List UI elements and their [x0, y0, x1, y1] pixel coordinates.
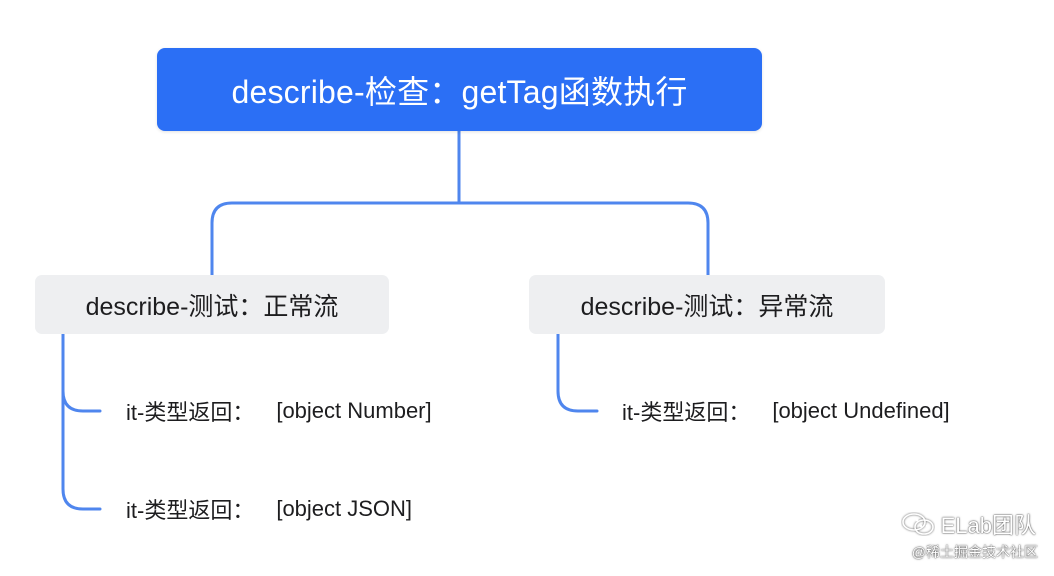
connector-left-to-leaf-1: [61, 332, 102, 413]
leaf-node-undefined[interactable]: it-类型返回： [object Undefined]: [622, 396, 950, 426]
leaf-value: [object Number]: [276, 398, 432, 423]
root-node[interactable]: describe-检查：getTag函数执行: [157, 48, 762, 131]
branch-node-label: describe-测试：异常流: [580, 292, 834, 321]
leaf-node-json[interactable]: it-类型返回： [object JSON]: [126, 494, 412, 524]
connector-root-to-left: [210, 201, 461, 277]
watermark-source-label: @稀土掘金技术社区: [911, 544, 1038, 560]
branch-node-normal-flow[interactable]: describe-测试：正常流: [35, 275, 389, 334]
watermark-source: @稀土掘金技术社区: [912, 542, 1038, 562]
leaf-prefix: it-类型返回：: [622, 400, 751, 425]
branch-node-exception-flow[interactable]: describe-测试：异常流: [529, 275, 885, 334]
leaf-prefix: it-类型返回：: [126, 498, 255, 523]
branch-node-label: describe-测试：正常流: [85, 292, 339, 321]
leaf-value: [object Undefined]: [772, 398, 950, 423]
connector-root-to-right: [457, 201, 710, 277]
root-node-label: describe-检查：getTag函数执行: [231, 73, 688, 110]
connector-left-to-leaf-2: [61, 389, 102, 511]
leaf-value: [object JSON]: [276, 496, 413, 521]
connector-right-to-leaf-1: [556, 332, 599, 413]
watermark-brand: ELab团队: [901, 508, 1036, 540]
wechat-icon: [901, 513, 934, 535]
leaf-prefix: it-类型返回：: [126, 400, 255, 425]
watermark-brand-label: ELab团队: [940, 513, 1036, 538]
leaf-node-number[interactable]: it-类型返回： [object Number]: [126, 396, 432, 426]
